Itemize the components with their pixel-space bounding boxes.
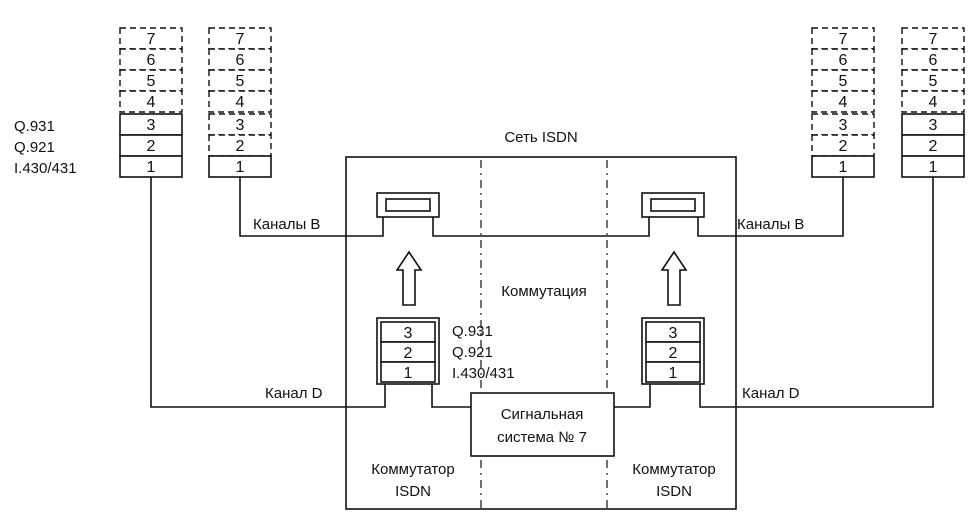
d-channel-line-left <box>150 177 386 408</box>
terminal-stack-left-inner-labels: 7 6 5 4 3 2 1 <box>236 31 245 176</box>
channel-d-label-right: Канал D <box>742 385 800 402</box>
layer-label: 3 <box>669 325 678 342</box>
layer-label: 1 <box>236 159 245 176</box>
b-channel-line-left <box>239 177 384 237</box>
layer-label: 2 <box>839 138 848 155</box>
ss7-link-left <box>431 384 471 408</box>
b-switch-block-left <box>376 192 440 218</box>
terminal-stack-right-inner <box>811 27 875 178</box>
layer-label: 1 <box>669 365 678 382</box>
layer-label: 7 <box>236 31 245 48</box>
layer-label: 7 <box>929 31 938 48</box>
channels-b-label-right: Каналы B <box>737 216 804 233</box>
layer-label: 1 <box>147 159 156 176</box>
center-protocol-q921: Q.921 <box>452 344 493 361</box>
switch-label-right-line2: ISDN <box>656 483 692 500</box>
layer-label: 5 <box>236 73 245 90</box>
terminal-stack-right-outer <box>901 27 965 178</box>
switch-label-left-line1: Коммутатор <box>371 461 454 478</box>
layer-label: 1 <box>404 365 413 382</box>
ss7-box <box>470 392 615 457</box>
layer-label: 2 <box>929 138 938 155</box>
layer-label: 6 <box>236 52 245 69</box>
d-channel-line-right <box>699 177 934 408</box>
layer-label: 3 <box>404 325 413 342</box>
up-arrow-icon <box>660 250 688 306</box>
protocol-label-i430: I.430/431 <box>14 160 77 177</box>
layer-label: 5 <box>839 73 848 90</box>
layer-label: 1 <box>839 159 848 176</box>
center-protocol-i430: I.430/431 <box>452 365 515 382</box>
layer-label: 3 <box>929 117 938 134</box>
isdn-network-box <box>345 156 737 510</box>
b-switch-block-right <box>641 192 705 218</box>
switch-stack-right <box>641 317 705 385</box>
layer-label: 3 <box>236 117 245 134</box>
layer-label: 4 <box>929 94 938 111</box>
layer-label: 6 <box>147 52 156 69</box>
center-protocol-q931: Q.931 <box>452 323 493 340</box>
layer-label: 2 <box>236 138 245 155</box>
b-channel-interswitch-line <box>432 217 650 237</box>
network-title: Сеть ISDN <box>504 129 577 146</box>
layer-label: 5 <box>147 73 156 90</box>
layer-label: 3 <box>839 117 848 134</box>
ss7-label-line1: Сигнальная <box>501 406 584 423</box>
layer-label: 3 <box>147 117 156 134</box>
protocol-label-q921: Q.921 <box>14 139 55 156</box>
channel-d-label-left: Канал D <box>265 385 323 402</box>
layer-label: 6 <box>839 52 848 69</box>
layer-label: 6 <box>929 52 938 69</box>
switching-label: Коммутация <box>501 283 587 300</box>
protocol-label-q931: Q.931 <box>14 118 55 135</box>
b-channel-line-right <box>697 177 844 237</box>
layer-label: 4 <box>147 94 156 111</box>
terminal-stack-left-outer-labels: 7 6 5 4 3 2 1 <box>147 31 156 176</box>
terminal-stack-left-inner <box>208 27 272 178</box>
terminal-stack-right-inner-labels: 7 6 5 4 3 2 1 <box>839 31 848 176</box>
layer-label: 4 <box>236 94 245 111</box>
layer-label: 4 <box>839 94 848 111</box>
layer-label: 5 <box>929 73 938 90</box>
terminal-stack-right-outer-labels: 7 6 5 4 3 2 1 <box>929 31 938 176</box>
layer-label: 2 <box>147 138 156 155</box>
switch-label-right-line1: Коммутатор <box>632 461 715 478</box>
layer-label: 1 <box>929 159 938 176</box>
switch-label-left-line2: ISDN <box>395 483 431 500</box>
ss7-label-line2: система № 7 <box>497 429 587 446</box>
layer-label: 2 <box>669 345 678 362</box>
layer-label: 7 <box>147 31 156 48</box>
layer-label: 2 <box>404 345 413 362</box>
layer-label: 7 <box>839 31 848 48</box>
channels-b-label-left: Каналы B <box>253 216 320 233</box>
up-arrow-icon <box>395 250 423 306</box>
switch-stack-left <box>376 317 440 385</box>
ss7-link-right <box>614 384 651 408</box>
